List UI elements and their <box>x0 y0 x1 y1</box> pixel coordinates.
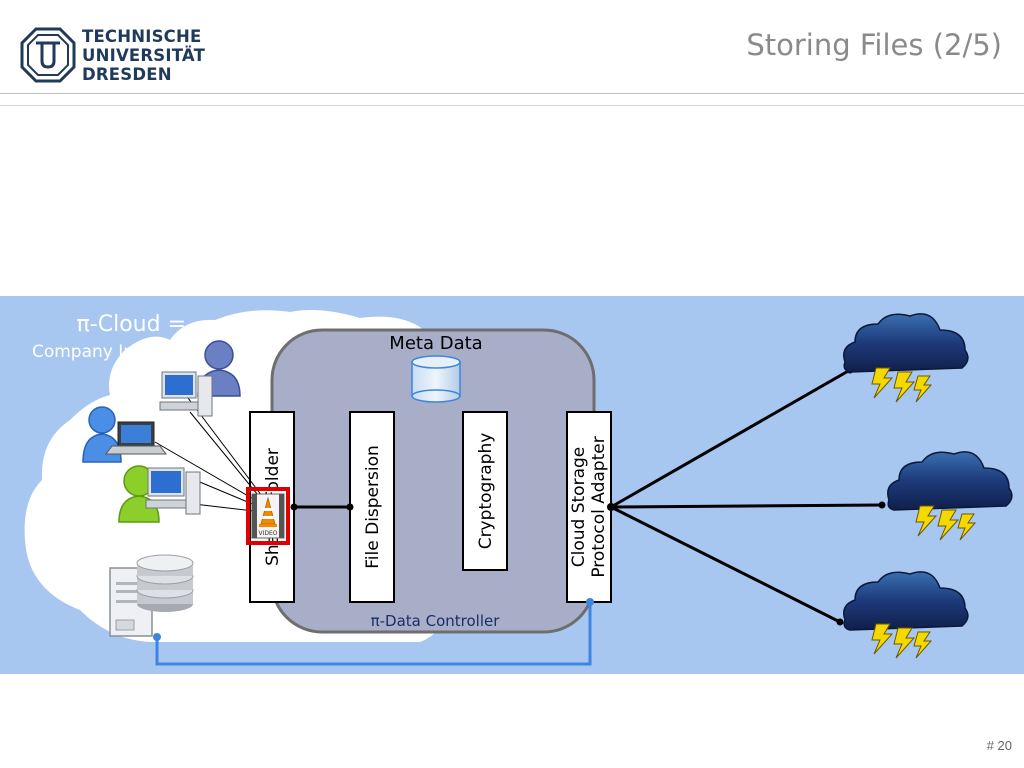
video-file-icon: VIDEO <box>251 493 285 539</box>
metadata-sync-line <box>155 602 592 666</box>
internal-connector <box>290 503 354 511</box>
header-divider <box>0 93 1024 94</box>
tud-logo: TECHNISCHE UNIVERSITÄT DRESDEN <box>20 27 220 87</box>
user-icon <box>82 406 122 463</box>
sync-line-endpoint <box>586 598 594 606</box>
database-stack-icon <box>136 554 194 612</box>
page-number: # 20 <box>986 738 1012 753</box>
company-intranet-label: Company Intranet <box>32 342 186 362</box>
sync-line-endpoint <box>153 633 161 641</box>
adapter-label-line2: Protocol Adapter <box>589 436 609 577</box>
slide-title: Storing Files (2/5) <box>746 28 1002 62</box>
logo-line-3: DRESDEN <box>82 65 172 84</box>
storm-cloud-icon <box>843 571 969 659</box>
database-icon <box>411 355 461 403</box>
file-dispersion-box <box>349 411 395 603</box>
adapter-port <box>607 503 615 511</box>
logo-line-2: UNIVERSITÄT <box>82 46 206 65</box>
cloud-storage-connections <box>610 368 883 624</box>
cryptography-box <box>462 411 508 571</box>
cryptography-label: Cryptography <box>476 433 496 550</box>
storm-cloud-icon <box>887 451 1013 541</box>
data-controller-label: π-Data Controller <box>371 612 501 630</box>
desktop-computer-icon <box>159 371 213 417</box>
laptop-icon <box>105 421 167 455</box>
port-dot <box>836 618 844 626</box>
header-divider-secondary <box>0 105 1024 106</box>
highlight-frame <box>246 487 290 545</box>
adapter-label-line1: Cloud Storage <box>569 447 589 567</box>
video-badge-text: VIDEO <box>258 530 277 537</box>
logo-line-1: TECHNISCHE <box>82 27 202 46</box>
port-dot <box>878 501 886 509</box>
tud-logo-emblem <box>20 27 76 83</box>
storm-cloud-icon <box>843 313 969 403</box>
desktop-computer-icon <box>145 467 201 515</box>
tud-logo-text: TECHNISCHE UNIVERSITÄT DRESDEN <box>82 27 205 84</box>
protocol-adapter-box <box>566 411 612 603</box>
meta-data-label: Meta Data <box>389 333 482 354</box>
pi-cloud-label: π-Cloud = <box>77 312 186 337</box>
file-dispersion-label: File Dispersion <box>363 445 383 569</box>
